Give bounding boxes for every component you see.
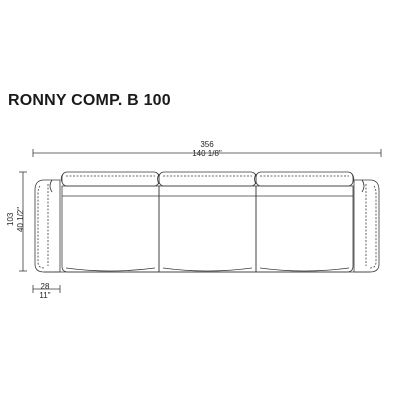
left-arm [34,179,61,273]
seat-cushions [61,185,354,273]
depth-dimension-line [19,171,27,272]
right-arm [353,179,380,273]
arm-cm-label: 28 [40,282,50,291]
backrest [60,171,355,187]
width-cm-label: 356 [200,140,214,149]
product-title: RONNY COMP. B 100 [8,92,171,109]
arm-in-label: 11" [39,291,51,300]
width-in-label: 140 1/8" [192,149,222,158]
width-dimension-line [32,149,382,157]
arm-dimension-line [32,285,61,293]
